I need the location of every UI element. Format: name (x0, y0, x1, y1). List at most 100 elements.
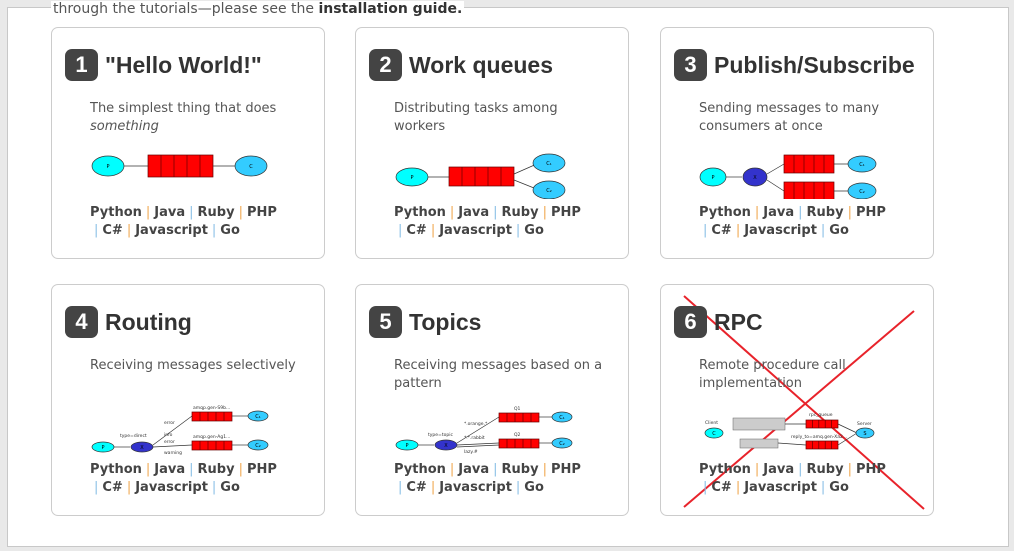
tutorial-title[interactable]: "Hello World!" (105, 52, 262, 78)
language-link-python[interactable]: Python (394, 462, 446, 477)
tutorial-title[interactable]: Work queues (409, 52, 553, 78)
separator: | (515, 223, 521, 238)
language-link-go[interactable]: Go (524, 223, 544, 238)
description-text: Receiving messages selectively (90, 358, 296, 373)
separator: | (798, 462, 803, 477)
svg-text:Q1: Q1 (514, 406, 521, 412)
svg-text:Server: Server (857, 421, 872, 427)
card-content: 5 Topics Receiving messages based on a p… (356, 285, 628, 515)
language-link-ruby[interactable]: Ruby (197, 205, 235, 220)
language-link-java[interactable]: Java (154, 462, 186, 477)
installation-guide-link[interactable]: installation guide. (318, 1, 463, 17)
tutorial-title[interactable]: RPC (714, 309, 763, 335)
separator: | (126, 480, 132, 495)
language-link-java[interactable]: Java (458, 462, 490, 477)
svg-text:Q2: Q2 (514, 432, 521, 438)
language-link-go[interactable]: Go (829, 480, 849, 495)
svg-text:P: P (101, 445, 104, 451)
description-text: Distributing tasks among workers (394, 101, 558, 134)
tutorial-description: Receiving messages based on a pattern (394, 357, 609, 393)
language-link-go[interactable]: Go (524, 480, 544, 495)
tutorial-description: Receiving messages selectively (90, 357, 305, 375)
description-emphasis: something (90, 119, 159, 134)
language-link-ruby[interactable]: Ruby (501, 462, 539, 477)
description-text: Sending messages to many consumers at on… (699, 101, 880, 134)
separator: | (211, 223, 217, 238)
language-link-javascript[interactable]: Javascript (744, 223, 817, 238)
separator: | (430, 480, 436, 495)
language-link-csharp[interactable]: C# (102, 480, 123, 495)
language-link-javascript[interactable]: Javascript (135, 223, 208, 238)
language-link-go[interactable]: Go (829, 223, 849, 238)
language-link-csharp[interactable]: C# (406, 223, 427, 238)
svg-text:C₁: C₁ (859, 162, 865, 168)
card-content: 2 Work queues Distributing tasks among w… (356, 28, 628, 258)
language-link-php[interactable]: PHP (550, 205, 581, 220)
language-link-php[interactable]: PHP (246, 462, 277, 477)
language-links: Python|Java|Ruby|PHP|C#|Javascript|Go (394, 204, 581, 240)
svg-text:P: P (410, 175, 413, 181)
language-link-csharp[interactable]: C# (406, 480, 427, 495)
language-link-java[interactable]: Java (154, 205, 186, 220)
language-link-ruby[interactable]: Ruby (197, 462, 235, 477)
language-link-ruby[interactable]: Ruby (806, 205, 844, 220)
language-link-python[interactable]: Python (699, 462, 751, 477)
language-link-csharp[interactable]: C# (711, 480, 732, 495)
language-link-php[interactable]: PHP (855, 205, 886, 220)
language-link-go[interactable]: Go (220, 480, 240, 495)
language-link-php[interactable]: PHP (550, 462, 581, 477)
language-links-row: Python|Java|Ruby|PHP (90, 204, 277, 222)
tutorial-card-4: 4 Routing Receiving messages selectively… (51, 284, 325, 516)
language-link-javascript[interactable]: Javascript (744, 480, 817, 495)
separator: | (847, 205, 852, 220)
language-link-javascript[interactable]: Javascript (439, 480, 512, 495)
language-link-go[interactable]: Go (220, 223, 240, 238)
separator: | (493, 205, 498, 220)
language-link-python[interactable]: Python (699, 205, 751, 220)
separator: | (94, 480, 99, 495)
tutorial-title[interactable]: Topics (409, 309, 482, 335)
svg-text:S: S (863, 431, 866, 437)
language-link-javascript[interactable]: Javascript (135, 480, 208, 495)
language-links-row: |C#|Javascript|Go (699, 479, 886, 497)
tutorial-title[interactable]: Routing (105, 309, 192, 335)
language-link-python[interactable]: Python (90, 205, 142, 220)
separator: | (238, 462, 243, 477)
language-links-row: Python|Java|Ruby|PHP (699, 204, 886, 222)
card-content: 3 Publish/Subscribe Sending messages to … (661, 28, 933, 258)
language-link-javascript[interactable]: Javascript (439, 223, 512, 238)
svg-text:error: error (164, 439, 175, 445)
language-link-csharp[interactable]: C# (711, 223, 732, 238)
language-link-python[interactable]: Python (90, 462, 142, 477)
separator: | (515, 480, 521, 495)
tutorial-title[interactable]: Publish/Subscribe (714, 52, 915, 78)
separator: | (398, 223, 403, 238)
language-link-php[interactable]: PHP (246, 205, 277, 220)
language-link-python[interactable]: Python (394, 205, 446, 220)
language-link-ruby[interactable]: Ruby (806, 462, 844, 477)
svg-text:type=topic: type=topic (428, 432, 453, 438)
language-link-java[interactable]: Java (763, 462, 795, 477)
card-content: 6 RPC Remote procedure call implementati… (661, 285, 933, 515)
separator: | (820, 223, 826, 238)
language-link-csharp[interactable]: C# (102, 223, 123, 238)
description-text: The simplest thing that does (90, 101, 277, 116)
separator: | (847, 462, 852, 477)
tutorial-number-badge: 5 (369, 306, 402, 338)
language-links: Python|Java|Ruby|PHP|C#|Javascript|Go (90, 204, 277, 240)
language-link-php[interactable]: PHP (855, 462, 886, 477)
language-link-java[interactable]: Java (763, 205, 795, 220)
language-link-ruby[interactable]: Ruby (501, 205, 539, 220)
svg-text:Client: Client (705, 420, 718, 426)
language-link-java[interactable]: Java (458, 205, 490, 220)
svg-text:error: error (164, 420, 175, 426)
tutorial-number-badge: 2 (369, 49, 402, 81)
card-content: 1 "Hello World!" The simplest thing that… (52, 28, 324, 258)
separator: | (189, 205, 194, 220)
